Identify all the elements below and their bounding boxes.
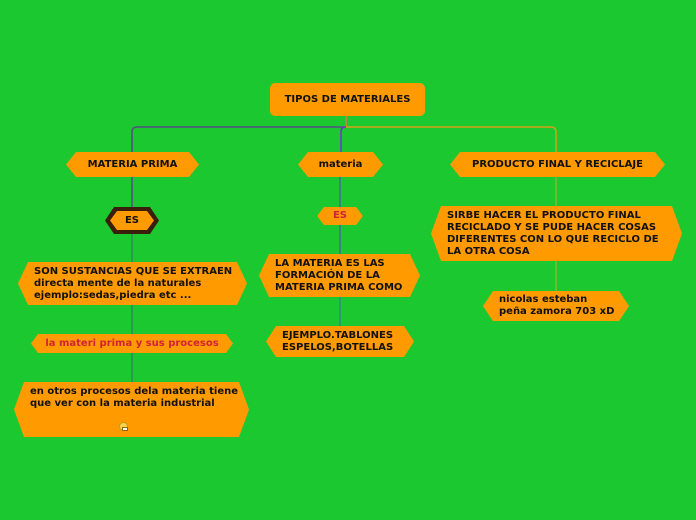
branch-producto-final[interactable]: PRODUCTO FINAL Y RECICLAJE	[450, 152, 665, 177]
node-sirbe-hacer[interactable]: SIRBE HACER EL PRODUCTO FINAL RECICLADO …	[431, 206, 682, 261]
node-label: SON SUSTANCIAS QUE SE EXTRAEN directa me…	[34, 265, 233, 301]
node-la-materia-es[interactable]: LA MATERIA ES LAS FORMACIÓN DE LA MATERI…	[259, 254, 420, 297]
branch-label: MATERIA PRIMA	[87, 158, 178, 170]
node-label: en otros procesos dela materia tiene que…	[30, 386, 239, 409]
node-nicolas-esteban[interactable]: nicolas esteban peña zamora 703 xD	[483, 291, 629, 321]
node-label: EJEMPLO.TABLONES ESPELOS,BOTELLAS	[282, 329, 394, 353]
node-label: LA MATERIA ES LAS FORMACIÓN DE LA MATERI…	[275, 257, 403, 293]
node-label: ES	[124, 214, 140, 226]
node-label: la materi prima y sus procesos	[45, 337, 219, 349]
node-label: ES	[332, 210, 348, 221]
branch-materia[interactable]: materia	[298, 152, 383, 177]
node-ejemplo-tablones[interactable]: EJEMPLO.TABLONES ESPELOS,BOTELLAS	[266, 326, 414, 357]
es-node-materia[interactable]: ES	[317, 207, 363, 225]
node-label: nicolas esteban peña zamora 703 xD	[499, 294, 615, 317]
branch-label: materia	[318, 158, 363, 170]
root-label: TIPOS DE MATERIALES	[284, 93, 411, 105]
node-sustancias[interactable]: SON SUSTANCIAS QUE SE EXTRAEN directa me…	[18, 262, 247, 305]
branch-materia-prima[interactable]: MATERIA PRIMA	[66, 152, 199, 177]
node-materi-prima-procesos[interactable]: la materi prima y sus procesos	[31, 334, 233, 353]
node-otros-procesos[interactable]: en otros procesos dela materia tiene que…	[14, 382, 249, 437]
branch-label: PRODUCTO FINAL Y RECICLAJE	[472, 158, 643, 170]
es-node-materia-prima[interactable]: ES	[110, 211, 154, 230]
grinning-emoji-icon	[119, 422, 128, 431]
root-node[interactable]: TIPOS DE MATERIALES	[270, 83, 425, 116]
node-label: SIRBE HACER EL PRODUCTO FINAL RECICLADO …	[447, 209, 659, 257]
